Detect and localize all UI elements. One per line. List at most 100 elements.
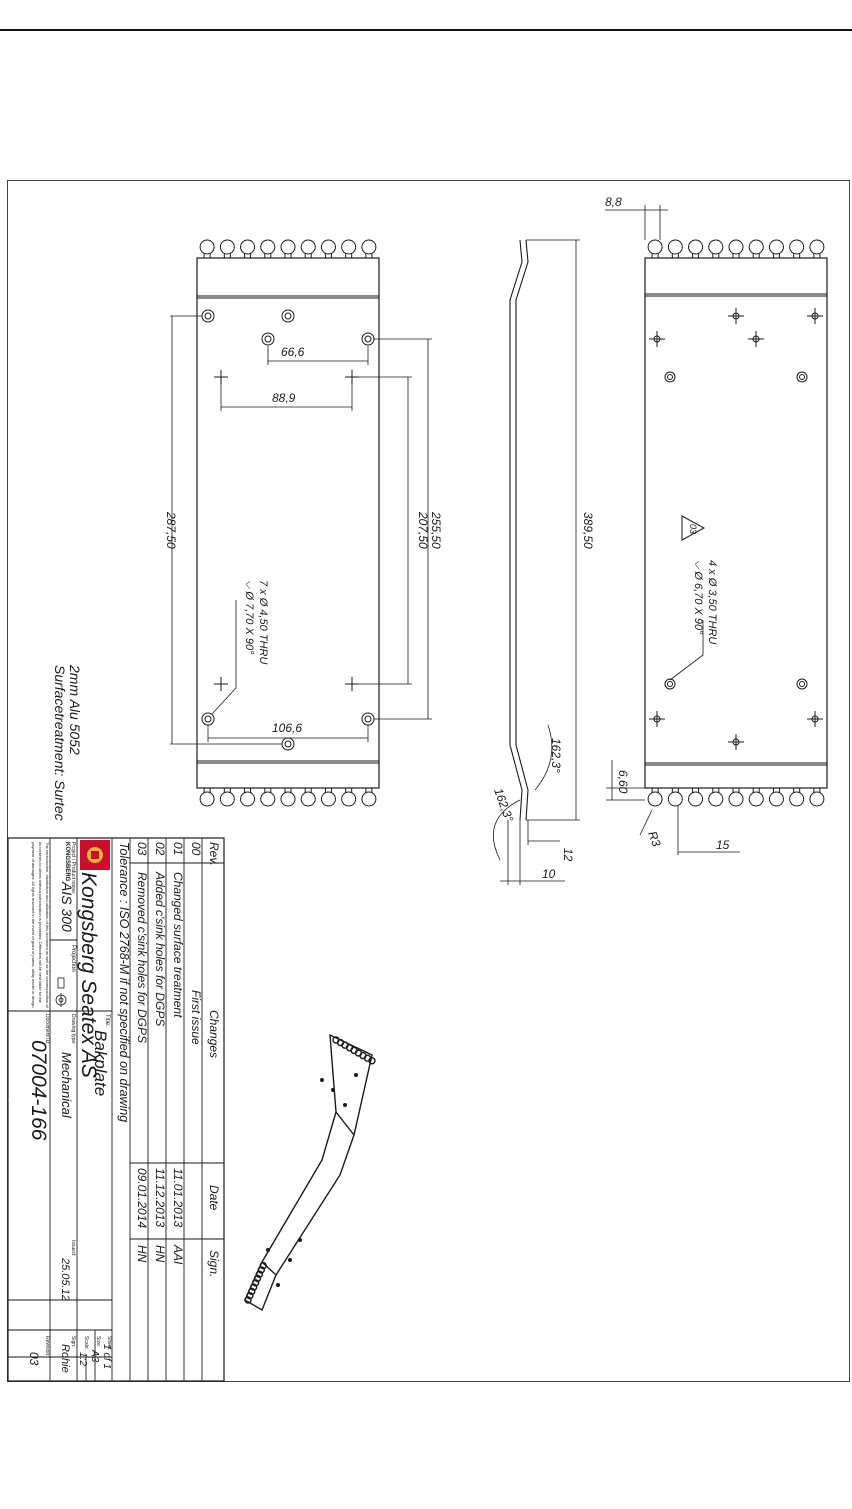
size-value: A3 (89, 1349, 100, 1363)
dim-106-6: 106,6 (272, 721, 302, 735)
rev-number: 00 (189, 842, 203, 856)
edge-tab (361, 791, 377, 807)
edge-tab (219, 239, 235, 255)
edge-tab (251, 1279, 260, 1287)
edge-tab (320, 791, 336, 807)
edge-tab (748, 791, 764, 807)
edge-tab (789, 239, 805, 255)
center-mark (649, 331, 665, 347)
countersunk-hole (201, 712, 215, 726)
dim-angle-2: 162,3° (491, 786, 516, 824)
sign-value: Rohie (59, 1344, 71, 1373)
dim-12: 12 (561, 848, 575, 862)
center-mark (728, 308, 744, 324)
dim-15: 15 (716, 838, 730, 852)
dim-10: 10 (542, 867, 556, 881)
projection-label: Projection (70, 945, 76, 972)
edge-tab (789, 791, 805, 807)
rev-sign: HN (153, 1245, 167, 1263)
company-name: Kongsberg Seatex AS (77, 872, 100, 1078)
hole-note-back-1: 4 x Ø 3,50 THRU (706, 560, 718, 644)
countersunk-hole (796, 678, 808, 690)
edge-tab (260, 239, 276, 255)
rev-change: Changed surface treatment (171, 872, 185, 1018)
center-mark (807, 308, 823, 324)
edge-tab (647, 791, 663, 807)
edge-tab (253, 1274, 262, 1283)
edge-tab (768, 791, 784, 807)
edge-tab (368, 1057, 376, 1065)
disclaimer-2: its contents to others without authoriza… (38, 842, 43, 1004)
kongsberg-logo (80, 840, 110, 870)
rev-date: 11.12.2013 (153, 1168, 167, 1227)
center-mark (214, 677, 228, 691)
dim-389-50: 389,50 (581, 512, 595, 549)
edge-tab (280, 239, 296, 255)
edge-tab (768, 239, 784, 255)
drawing-frame (7, 180, 850, 1382)
header-changes: Changes (207, 1010, 221, 1058)
countersunk-hole (796, 371, 808, 383)
rev-number: 02 (153, 842, 167, 856)
edge-tab (246, 1291, 254, 1300)
drawing-type-label: Drawing type: (70, 1014, 76, 1045)
dim-88-9: 88,9 (272, 391, 296, 405)
edge-tab (688, 239, 704, 255)
dim-r3: R3 (645, 829, 664, 849)
edge-tab (748, 239, 764, 255)
edge-tab (199, 239, 215, 255)
edge-tab (809, 791, 825, 807)
countersunk-hole (664, 678, 676, 690)
hole-note-line-2: ⌵ Ø 7,70 X 90° (243, 580, 255, 655)
hole-note-back-2: ⌵ Ø 6,70 X 90° (692, 560, 704, 635)
side-view (492, 239, 580, 885)
issued-label: Issued: (70, 1240, 76, 1256)
countersunk-hole (201, 309, 215, 323)
rev-change: Added c'sink holes for DGPS (153, 871, 167, 1026)
countersunk-hole (664, 371, 676, 383)
tolerance-note: Tolerance : ISO 2768-M if not specified … (117, 842, 131, 1122)
edge-tab (708, 239, 724, 255)
dim-8-8: 8,8 (605, 195, 622, 209)
edge-tab (688, 791, 704, 807)
header-rule (0, 29, 852, 31)
header-rev: Rev. (207, 842, 221, 866)
edge-tab (300, 791, 316, 807)
header-sign: Sign. (207, 1250, 221, 1277)
project-name: AIS 300 (59, 881, 75, 932)
edge-tab (259, 1261, 267, 1270)
countersunk-hole (261, 332, 275, 346)
dim-66-6: 66,6 (281, 345, 305, 359)
sheet-value: 1 of 1 (101, 1344, 112, 1369)
revision-value: 03 (27, 1352, 41, 1366)
edge-tab (255, 1270, 264, 1278)
drawing-title: Bakplate (91, 1030, 110, 1096)
edge-tab (361, 239, 377, 255)
edge-tab (728, 791, 744, 807)
edge-tab (244, 1296, 252, 1304)
edge-tab (809, 239, 825, 255)
rev-date: 11.01.2013 (171, 1168, 185, 1227)
disclaimer-1: The reproduction, distribution and utili… (45, 842, 50, 1009)
material-note-1: 2mm Alu 5052 (67, 664, 83, 755)
edge-tab (199, 791, 215, 807)
center-mark (748, 331, 764, 347)
edge-tab (708, 791, 724, 807)
dim-angle-1: 162,3° (549, 738, 563, 773)
center-mark (807, 711, 823, 727)
edge-tab (249, 1283, 258, 1291)
size-label: Size: (95, 1336, 101, 1347)
scale-label: Scale: (83, 1336, 89, 1350)
rev-change: First issue (189, 990, 203, 1045)
projection-symbol-icon (55, 977, 67, 1007)
dim-207-50: 207,50 (416, 511, 430, 549)
center-mark (345, 677, 359, 691)
rev-number: 01 (171, 842, 185, 855)
countersunk-hole (361, 712, 375, 726)
document-id-label: Document ID: (44, 1014, 50, 1045)
center-mark (214, 370, 228, 384)
title-label: Title: (104, 1014, 110, 1027)
header-date: Date (207, 1185, 221, 1211)
